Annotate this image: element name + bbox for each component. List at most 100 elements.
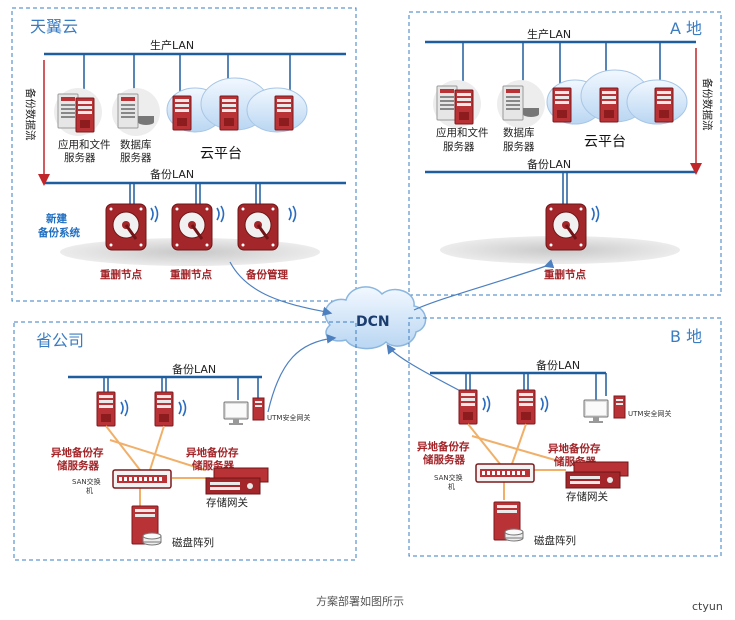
prov-monitor-icon bbox=[223, 401, 249, 426]
prov-fiber-links bbox=[105, 425, 210, 506]
prov-disk-array-label: 磁盘阵列 bbox=[172, 536, 214, 549]
a-cloud-platform bbox=[546, 69, 688, 125]
a-db-server-label-2: 服务器 bbox=[503, 140, 535, 153]
link-a-dcn bbox=[413, 259, 555, 311]
prov-remote-storage-label-3: 异地备份存 bbox=[186, 446, 239, 459]
prov-disk-array-icon bbox=[131, 505, 162, 546]
a-db-server-label-1: 数据库 bbox=[503, 126, 535, 139]
prov-storage-server-2-waves bbox=[178, 399, 187, 417]
a-dedup-node-waves bbox=[591, 205, 600, 223]
prov-storage-server-2-icon bbox=[154, 391, 174, 427]
backup-lan-drops bbox=[129, 183, 261, 204]
b-disk-array-icon bbox=[493, 501, 524, 542]
cloud-platform-label: 云平台 bbox=[200, 146, 242, 162]
a-backup-lan-label: 备份LAN bbox=[527, 157, 571, 171]
b-remote-storage-label-3: 异地备份存 bbox=[548, 442, 601, 455]
a-db-server bbox=[497, 80, 545, 128]
backup-mgmt-label: 备份管理 bbox=[245, 268, 288, 281]
prov-storage-gateway-icon bbox=[205, 467, 269, 495]
b-storage-gateway-icon bbox=[565, 461, 629, 489]
b-san-switch-icon bbox=[475, 463, 535, 483]
prov-storage-gateway-label: 存储网关 bbox=[206, 496, 248, 509]
a-backup-lan-drops bbox=[562, 172, 568, 204]
backup-flow-label: 备份数据流 bbox=[24, 88, 37, 141]
prov-storage-server-1-icon bbox=[96, 391, 116, 427]
region-tianyi: 天翼云 生产LAN 备份LAN 备份数据流 应用和文件 服务器 bbox=[11, 7, 357, 302]
cloud-platform bbox=[166, 77, 308, 133]
a-prod-lan-label: 生产LAN bbox=[527, 27, 571, 41]
prod-lan-label: 生产LAN bbox=[150, 38, 194, 52]
prov-san-switch-label-2: 机 bbox=[86, 486, 93, 495]
dcn-cloud: DCN bbox=[324, 286, 427, 350]
db-server-label-1: 数据库 bbox=[120, 138, 152, 151]
region-a-border bbox=[408, 11, 722, 296]
b-utm-label: UTM安全网关 bbox=[628, 409, 671, 418]
prov-remote-storage-label-1: 异地备份存 bbox=[51, 446, 104, 459]
region-tianyi-title: 天翼云 bbox=[30, 17, 78, 36]
dedup-node-2-label: 重删节点 bbox=[170, 268, 212, 281]
a-app-server bbox=[433, 80, 481, 128]
b-disk-array-label: 磁盘阵列 bbox=[534, 534, 576, 547]
prov-san-switch-icon bbox=[112, 469, 172, 489]
region-prov-title: 省公司 bbox=[36, 331, 84, 350]
prov-lan-drops bbox=[103, 377, 259, 400]
b-fiber-links bbox=[467, 423, 566, 500]
dedup-node-2-waves bbox=[216, 205, 225, 223]
region-b: B 地 备份LAN UTM安全网关 异地备份存 储服务器 异地备份存 储服务器 … bbox=[408, 317, 722, 557]
b-remote-storage-label-1: 异地备份存 bbox=[417, 440, 470, 453]
b-san-switch-label-2: 机 bbox=[448, 482, 455, 491]
region-b-border bbox=[408, 317, 722, 557]
app-server-label-1: 应用和文件 bbox=[58, 138, 111, 151]
dedup-node-1-waves bbox=[150, 205, 159, 223]
prov-storage-server-1-waves bbox=[120, 399, 129, 417]
b-storage-server-1-icon bbox=[458, 389, 478, 425]
prov-utm-icon bbox=[252, 397, 265, 421]
b-storage-gateway-label: 存储网关 bbox=[566, 490, 608, 503]
b-utm-icon bbox=[613, 395, 626, 419]
a-backup-flow-label: 备份数据流 bbox=[701, 78, 714, 131]
b-san-switch-label-1: SAN交换 bbox=[434, 473, 463, 482]
a-dedup-node-label: 重删节点 bbox=[544, 268, 586, 281]
region-prov-border bbox=[13, 321, 357, 561]
app-server bbox=[54, 88, 102, 136]
b-lan-label: 备份LAN bbox=[536, 358, 580, 372]
backup-lan-label: 备份LAN bbox=[150, 167, 194, 181]
b-monitor-icon bbox=[583, 399, 609, 424]
dcn-label: DCN bbox=[356, 314, 390, 330]
region-a: A 地 生产LAN 备份LAN 备份数据流 应用和文件 服务器 数据库 服务 bbox=[408, 11, 722, 296]
a-dedup-node-icon bbox=[544, 202, 588, 252]
a-cloud-platform-label: 云平台 bbox=[584, 134, 626, 150]
prod-lan-drops bbox=[83, 54, 291, 92]
b-storage-server-1-waves bbox=[482, 395, 491, 413]
prov-lan-label: 备份LAN bbox=[172, 362, 216, 376]
app-server-label-2: 服务器 bbox=[64, 151, 96, 164]
dedup-node-1-label: 重删节点 bbox=[100, 268, 142, 281]
a-app-server-label-2: 服务器 bbox=[443, 140, 475, 153]
b-storage-server-2-icon bbox=[516, 389, 536, 425]
db-server-label-2: 服务器 bbox=[120, 151, 152, 164]
prov-utm-label: UTM安全网关 bbox=[267, 413, 310, 422]
region-prov: 省公司 备份LAN UTM安全网关 异地备份存 储服务器 异地备份存 储服务器 bbox=[13, 321, 357, 561]
backup-mgmt-icon bbox=[236, 202, 280, 252]
link-prov-dcn bbox=[267, 334, 337, 413]
new-backup-label-2: 备份系统 bbox=[37, 226, 80, 239]
diagram-caption: 方案部署如图所示 bbox=[316, 594, 404, 608]
region-b-title: B 地 bbox=[670, 327, 702, 346]
prov-san-switch-label-1: SAN交换 bbox=[72, 477, 101, 486]
link-b-dcn bbox=[386, 344, 471, 397]
backup-mgmt-waves bbox=[288, 205, 297, 223]
region-a-title: A 地 bbox=[670, 19, 702, 38]
new-backup-label-1: 新建 bbox=[46, 212, 67, 225]
a-app-server-label-1: 应用和文件 bbox=[436, 126, 489, 139]
prov-remote-storage-label-2: 储服务器 bbox=[57, 459, 99, 472]
b-remote-storage-label-2: 储服务器 bbox=[423, 453, 465, 466]
db-server bbox=[112, 88, 160, 136]
b-storage-server-2-waves bbox=[540, 395, 549, 413]
b-lan-drops bbox=[465, 373, 607, 400]
link-tianyi-dcn bbox=[229, 261, 333, 317]
region-tianyi-border bbox=[11, 7, 357, 302]
watermark: ctyun bbox=[692, 600, 723, 613]
dedup-node-1-icon bbox=[104, 202, 148, 252]
